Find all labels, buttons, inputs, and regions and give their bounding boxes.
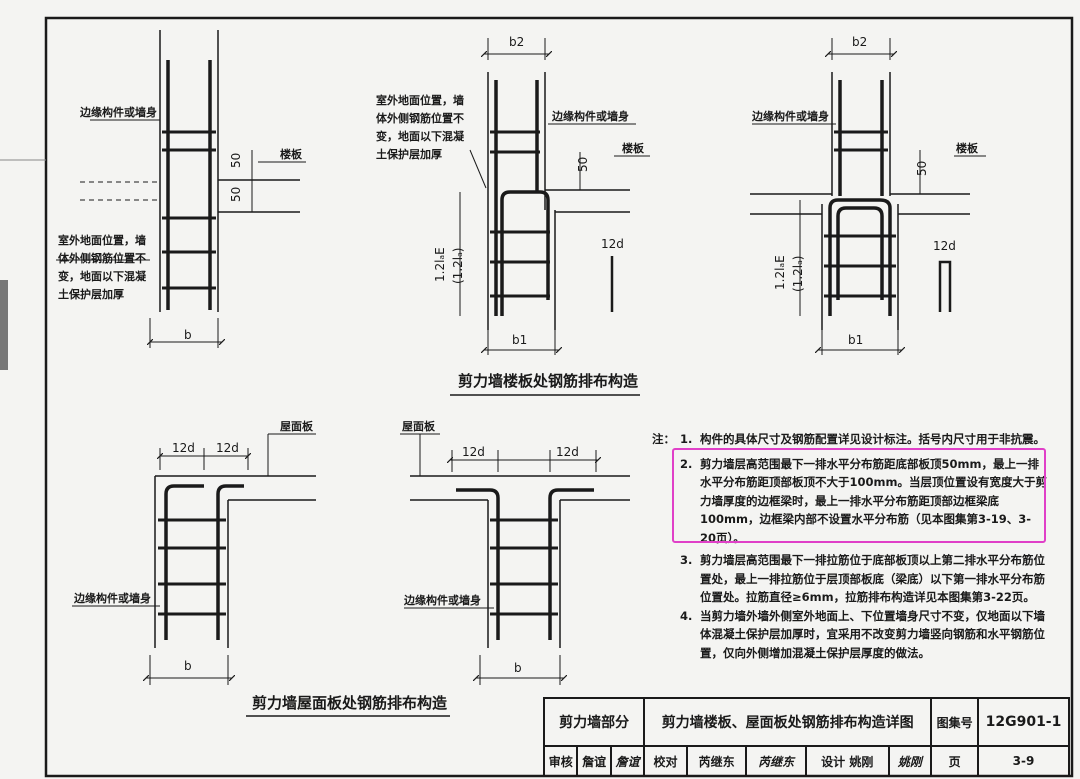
label-edge-member-1: 边缘构件或墙身 bbox=[79, 105, 157, 119]
outdoor-note-1-l3: 变，地面以下混凝 bbox=[58, 269, 147, 283]
label-edge-member-4: 边缘构件或墙身 bbox=[73, 591, 151, 605]
note-1: 注： 1. 构件的具体尺寸及钢筋配置详见设计标注。括号内尺寸用于非抗震。 bbox=[652, 430, 1047, 449]
note-2: 2. 剪力墙层高范围最下一排水平分布筋距底部板顶50mm，最上一排水平分布筋距顶… bbox=[652, 455, 1047, 548]
label-floor-slab-3: 楼板 bbox=[956, 141, 979, 155]
label-floor-slab-2: 楼板 bbox=[622, 141, 645, 155]
dim-b2-2: b2 bbox=[852, 35, 867, 49]
detail-roof-1 bbox=[72, 433, 316, 685]
dim-12d-6: 12d bbox=[556, 445, 579, 459]
note-2-number: 2. bbox=[680, 456, 693, 471]
outdoor-note-1-l1: 室外地面位置，墙 bbox=[58, 233, 146, 247]
tb-atlas-label: 图集号 bbox=[930, 697, 979, 747]
dim-50-2: 50 bbox=[576, 157, 590, 172]
dim-b1-1: b1 bbox=[512, 333, 527, 347]
tb-design-label: 设计 姚刚 bbox=[804, 745, 890, 777]
label-edge-member-5: 边缘构件或墙身 bbox=[403, 593, 481, 607]
outdoor-note-2-l4: 土保护层加厚 bbox=[376, 147, 442, 161]
dim-lae-2: 1.2lₐE bbox=[773, 255, 787, 290]
notes-lead: 注： bbox=[652, 432, 675, 446]
note-4-number: 4. bbox=[680, 608, 693, 623]
caption-roof: 剪力墙屋面板处钢筋排布构造 bbox=[252, 694, 447, 712]
design-notes: 注： 1. 构件的具体尺寸及钢筋配置详见设计标注。括号内尺寸用于非抗震。 2. … bbox=[652, 430, 1047, 662]
tb-designer: 姚刚 bbox=[849, 754, 874, 769]
detail-roof-2 bbox=[400, 433, 630, 685]
outdoor-note-2-l2: 体外侧钢筋位置不 bbox=[376, 111, 464, 125]
detail-floor-2 bbox=[459, 38, 650, 355]
note-2-highlight-box bbox=[672, 448, 1046, 543]
label-floor-slab-1: 楼板 bbox=[280, 147, 303, 161]
label-roof-slab-1: 屋面板 bbox=[280, 419, 314, 433]
note-4-text: 当剪力墙外墙外侧室外地面上、下位置墙身尺寸不变，仅地面以下墙体混凝土保护层加厚时… bbox=[700, 608, 1045, 660]
label-edge-member-2: 边缘构件或墙身 bbox=[551, 109, 629, 123]
dim-12d-5: 12d bbox=[462, 445, 485, 459]
outdoor-note-1-l4: 土保护层加厚 bbox=[58, 287, 124, 301]
dim-lae-1: 1.2lₐE bbox=[433, 247, 447, 282]
tb-page-label: 页 bbox=[930, 745, 979, 777]
dim-b-3: b bbox=[514, 661, 522, 675]
caption-floor: 剪力墙楼板处钢筋排布构造 bbox=[458, 372, 638, 390]
outdoor-note-2-l1: 室外地面位置，墙 bbox=[376, 93, 464, 107]
outdoor-note-1-l2: 体外侧钢筋位置不 bbox=[58, 251, 146, 265]
outdoor-note-2-l3: 变，地面以下混凝 bbox=[376, 129, 465, 143]
tb-checker-signature: 芮继东 bbox=[745, 745, 807, 777]
note-3-text: 剪力墙层高范围最下一排拉筋位于底部板顶以上第二排水平分布筋位置处，最上一排拉筋位… bbox=[700, 553, 1045, 604]
tb-design-text: 设计 bbox=[821, 754, 846, 769]
tb-check-label: 校对 bbox=[643, 745, 688, 777]
dim-50-1b: 50 bbox=[229, 187, 243, 202]
tb-reviewer: 詹谊 bbox=[576, 745, 612, 777]
tb-designer-signature: 姚刚 bbox=[887, 745, 933, 777]
dim-b-1: b bbox=[184, 328, 192, 342]
label-roof-slab-2: 屋面板 bbox=[402, 419, 436, 433]
label-edge-member-3: 边缘构件或墙身 bbox=[751, 109, 829, 123]
dim-b1-2: b1 bbox=[848, 333, 863, 347]
tb-page-no: 3-9 bbox=[976, 745, 1071, 777]
note-3: 3. 剪力墙层高范围最下一排拉筋位于底部板顶以上第二排水平分布筋位置处，最上一排… bbox=[652, 551, 1047, 607]
title-block: 剪力墙部分 剪力墙楼板、屋面板处钢筋排布构造详图 图集号 12G901-1 审核… bbox=[542, 697, 1071, 777]
dim-12d-3: 12d bbox=[172, 441, 195, 455]
dim-50-3: 50 bbox=[915, 161, 929, 176]
dim-b2-1: b2 bbox=[509, 35, 524, 49]
sheet-border bbox=[44, 16, 1074, 778]
tb-drawing-title: 剪力墙楼板、屋面板处钢筋排布构造详图 bbox=[643, 697, 933, 747]
note-1-text: 构件的具体尺寸及钢筋配置详见设计标注。括号内尺寸用于非抗震。 bbox=[700, 432, 1045, 446]
detail-floor-3 bbox=[750, 38, 986, 355]
dim-12d-1: 12d bbox=[601, 237, 624, 251]
tb-review-label: 审核 bbox=[542, 745, 579, 777]
dim-50-1a: 50 bbox=[229, 153, 243, 168]
dim-la-1: (1.2lₐ) bbox=[451, 248, 465, 284]
dim-12d-4: 12d bbox=[216, 441, 239, 455]
dim-b-2: b bbox=[184, 659, 192, 673]
tb-section: 剪力墙部分 bbox=[542, 697, 646, 747]
note-3-number: 3. bbox=[680, 553, 693, 567]
tb-checker: 芮继东 bbox=[685, 745, 748, 777]
dim-la-2: (1.2lₐ) bbox=[791, 256, 805, 292]
note-1-number: 1. bbox=[680, 432, 693, 446]
detail-floor-1 bbox=[56, 30, 306, 348]
tb-atlas-no: 12G901-1 bbox=[976, 697, 1071, 747]
tb-reviewer-signature: 詹谊 bbox=[609, 745, 646, 777]
dim-12d-2: 12d bbox=[933, 239, 956, 253]
note-2-text: 剪力墙层高范围最下一排水平分布筋距底部板顶50mm，最上一排水平分布筋距顶部板顶… bbox=[700, 456, 1047, 545]
note-4: 4. 当剪力墙外墙外侧室外地面上、下位置墙身尺寸不变，仅地面以下墙体混凝土保护层… bbox=[652, 607, 1047, 663]
